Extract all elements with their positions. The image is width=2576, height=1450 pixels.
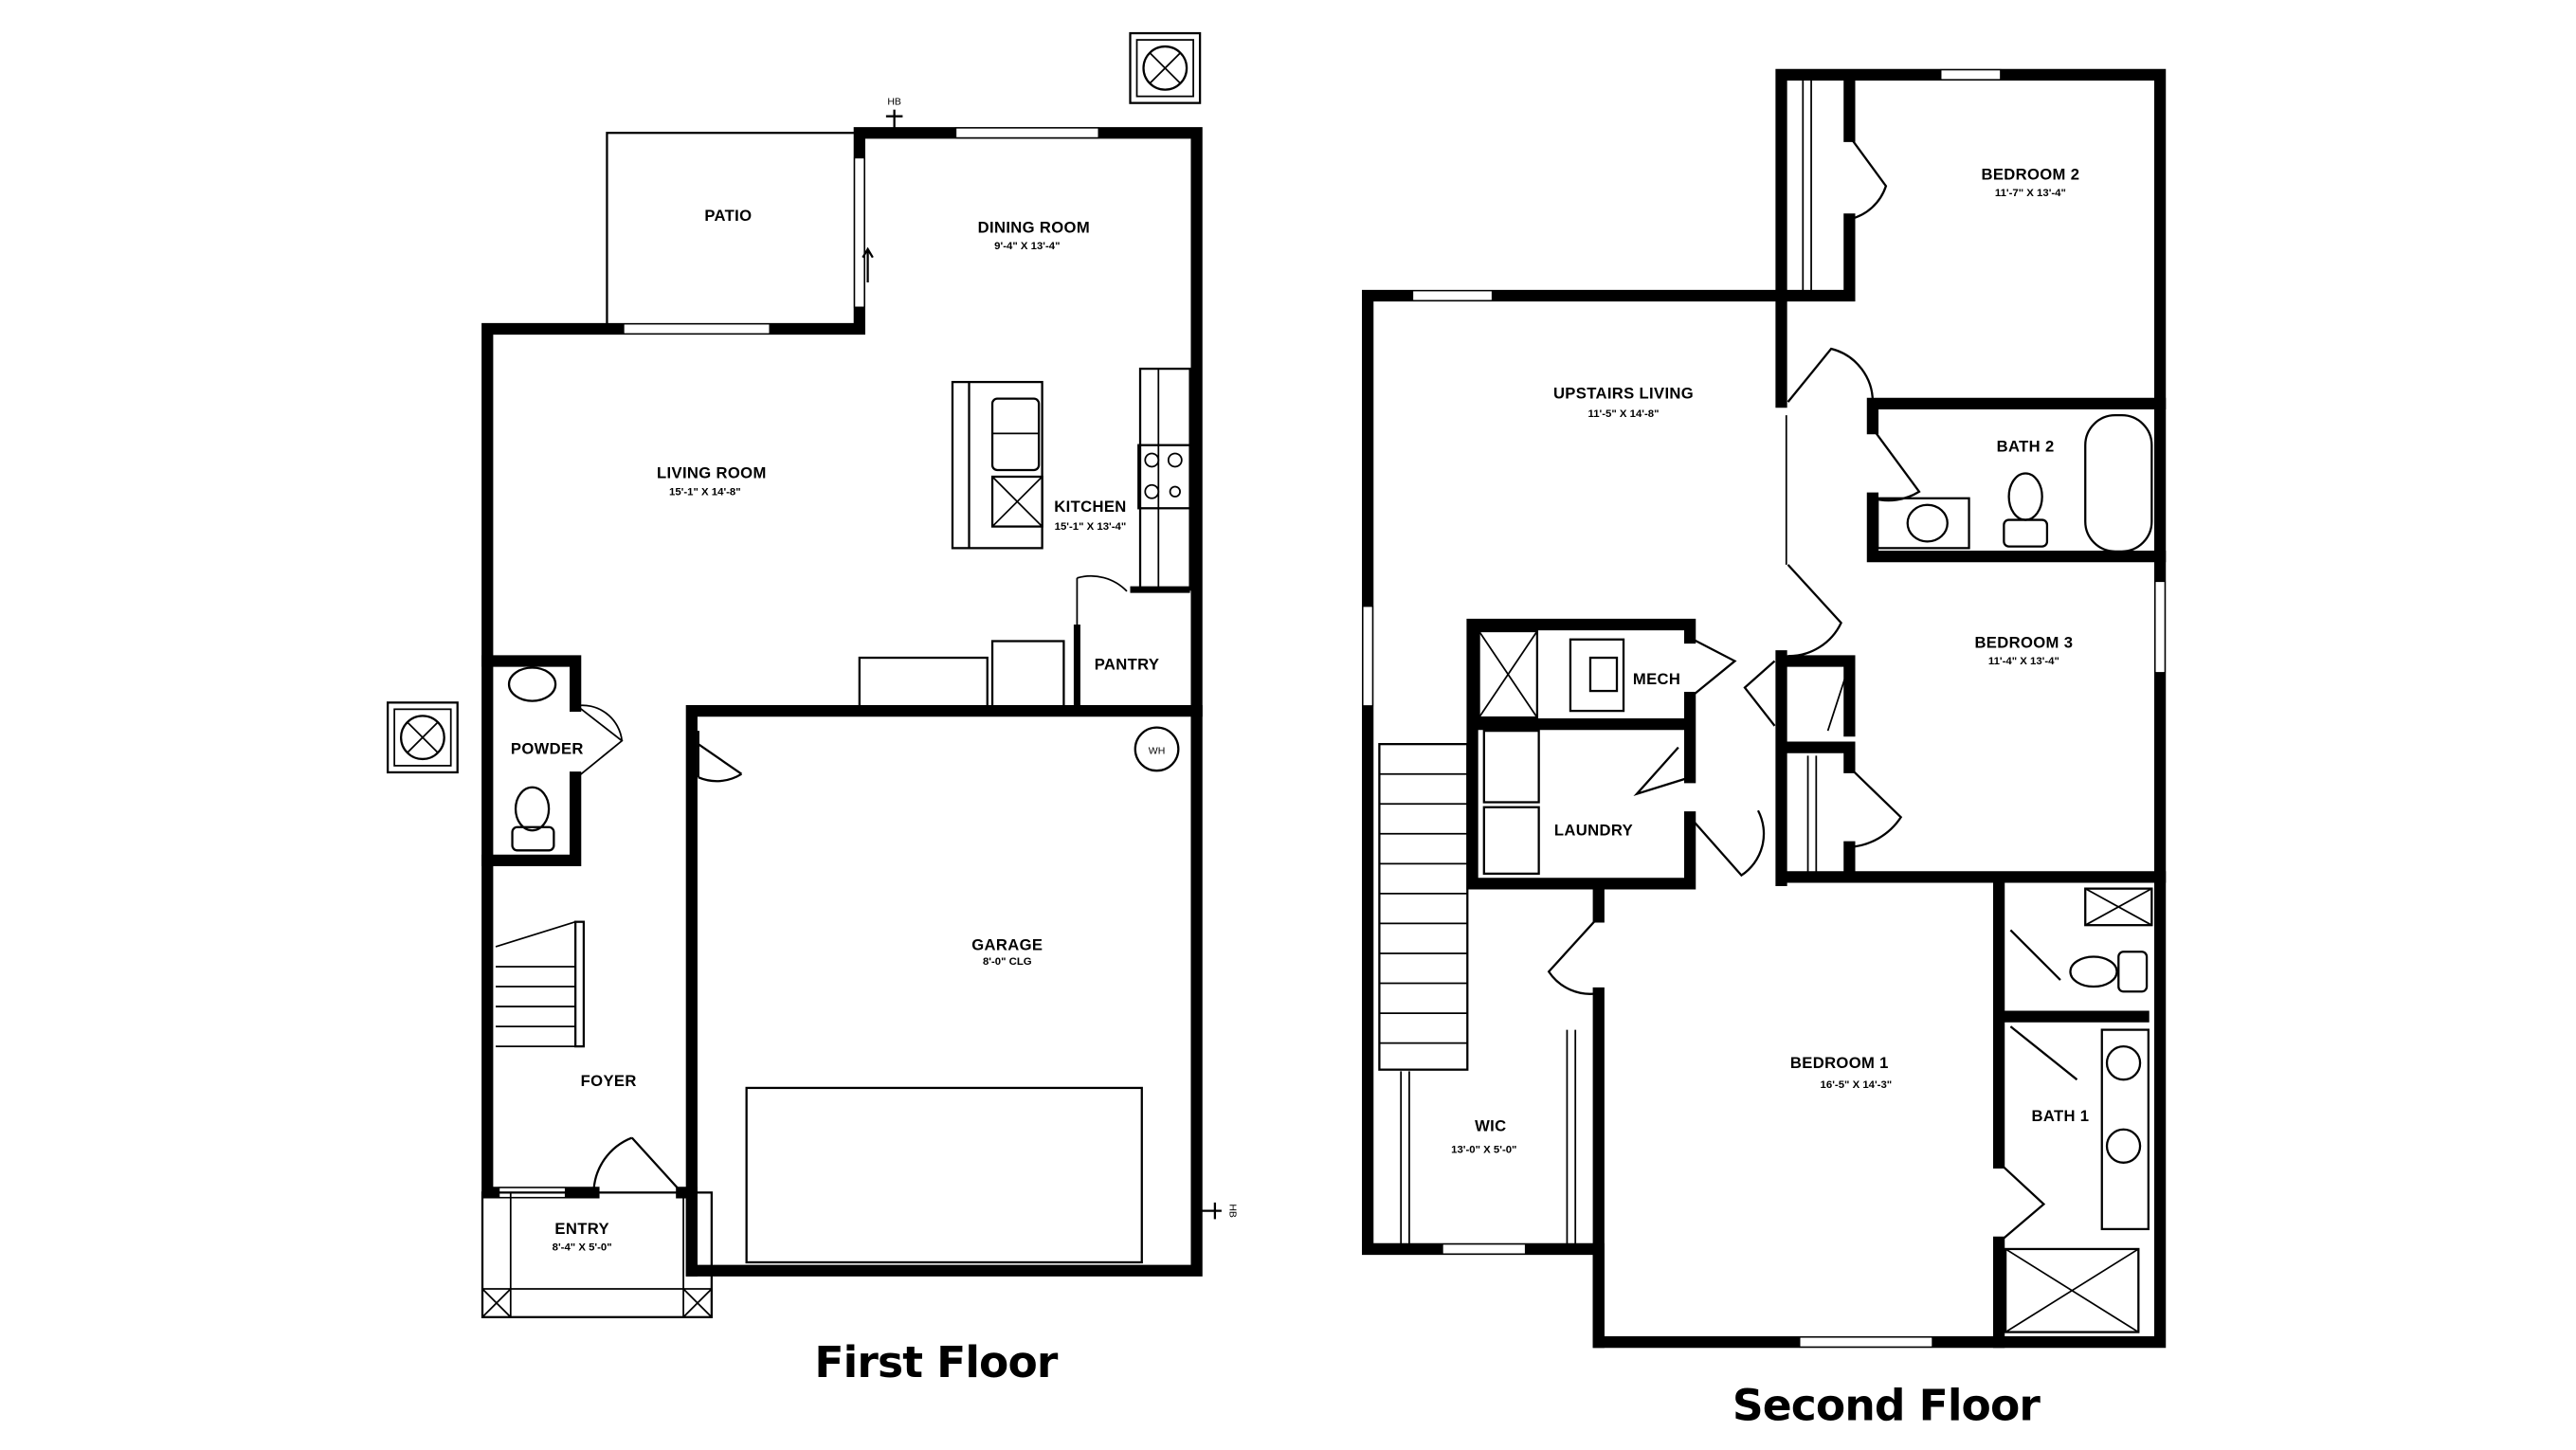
appliance [990, 640, 1065, 709]
garage-door [745, 1086, 1143, 1264]
exterior-wall [481, 127, 1203, 1277]
dryer-icon [1482, 806, 1540, 875]
room-label-mech: MECH [1633, 670, 1680, 688]
room-label-foyer: FOYER [581, 1072, 637, 1090]
pantry-wall [1073, 586, 1190, 712]
hvac-chase [1478, 629, 1539, 719]
sink-icon [507, 666, 557, 702]
room-dims-bedroom-1: 16'-5" X 14'-3" [1821, 1079, 1893, 1091]
room-label-living: LIVING ROOM [657, 464, 767, 482]
closet-shelf [1400, 80, 1851, 1249]
shower-icon [2004, 1247, 2140, 1333]
room-label-powder: POWDER [511, 740, 584, 758]
toilet-icon [511, 786, 555, 852]
hose-bib-label: HB [1227, 1204, 1239, 1218]
room-label-garage: GARAGE [971, 935, 1043, 953]
room-label-upstairs-living: UPSTAIRS LIVING [1553, 385, 1694, 403]
room-dims-kitchen: 15'-1" X 13'-4" [1055, 521, 1127, 533]
room-label-bath-2: BATH 2 [1997, 438, 2055, 456]
garage-entry-door [697, 731, 743, 783]
second-floor-title: Second Floor [1732, 1380, 2041, 1430]
ac-unit-icon [386, 701, 459, 774]
entry-porch [481, 1191, 713, 1318]
water-heater-label: WH [1149, 746, 1166, 757]
interior-wall [1466, 73, 2167, 1349]
door-swing [574, 704, 624, 778]
room-dims-dining: 9'-4" X 13'-4" [994, 241, 1060, 252]
door-swing [1076, 574, 1128, 625]
arrow-icon [862, 246, 874, 282]
furnace-icon [1569, 638, 1625, 713]
room-dims-wic: 13'-0" X 5'-0" [1451, 1144, 1516, 1155]
first-floor-title: First Floor [814, 1337, 1058, 1387]
room-label-bedroom-1: BEDROOM 1 [1790, 1054, 1889, 1072]
stairs [495, 920, 586, 1048]
range-icon [1137, 444, 1191, 510]
first-floor-plan: HB HB [386, 31, 1239, 1387]
powder-wall [481, 655, 582, 866]
vanity [1877, 497, 1970, 550]
ac-unit-icon [1129, 31, 1202, 104]
room-dims-entry: 8'-4" X 5'-0" [553, 1242, 612, 1254]
room-dims-bedroom-3: 11'-4" X 13'-4" [1988, 656, 2059, 667]
window [498, 127, 1099, 1199]
toilet-icon [2003, 472, 2049, 548]
sink-icon [1906, 503, 1949, 543]
room-label-laundry: LAUNDRY [1554, 822, 1633, 840]
stairs [1378, 743, 1469, 1071]
room-dims-garage: 8'-0" CLG [983, 956, 1032, 968]
dishwasher-icon [990, 475, 1043, 528]
hose-bib-icon: HB HB [885, 96, 1239, 1220]
room-label-bedroom-3: BEDROOM 3 [1974, 634, 2073, 652]
room-dims-bedroom-2: 11'-7" X 13'-4" [1995, 188, 2066, 199]
vanity [2100, 1028, 2150, 1231]
bathtub-icon [2084, 414, 2153, 553]
washer-icon [1482, 729, 1540, 804]
patio-outline [606, 132, 861, 331]
hose-bib-label: HB [887, 96, 901, 107]
kitchen-island [951, 380, 1043, 550]
room-label-pantry: PANTRY [1095, 655, 1160, 673]
room-label-patio: PATIO [704, 207, 752, 225]
room-dims-upstairs-living: 11'-5" X 14'-8" [1588, 408, 1660, 420]
room-label-kitchen: KITCHEN [1054, 498, 1126, 516]
kitchen-counter [1137, 367, 1191, 591]
fridge [858, 656, 989, 709]
room-label-entry: ENTRY [554, 1220, 608, 1238]
room-label-bedroom-2: BEDROOM 2 [1981, 165, 2079, 183]
entry-door [592, 1136, 683, 1194]
linen [2084, 887, 2153, 927]
room-dims-living: 15'-1" X 14'-8" [669, 486, 741, 498]
room-label-wic: WIC [1475, 1117, 1506, 1135]
sink-icon [2105, 1044, 2142, 1081]
window [1362, 68, 2167, 1349]
garage-wall [685, 704, 1203, 1277]
toilet-icon [2069, 951, 2149, 993]
sink-icon [2105, 1128, 2142, 1164]
second-floor-plan: BEDROOM 2 11'-7" X 13'-4" UPSTAIRS LIVIN… [1361, 68, 2167, 1430]
water-heater-icon: WH [1134, 726, 1180, 772]
room-label-bath-1: BATH 1 [2031, 1107, 2089, 1125]
room-label-dining: DINING ROOM [978, 218, 1090, 236]
door-swing [1547, 136, 2078, 1243]
